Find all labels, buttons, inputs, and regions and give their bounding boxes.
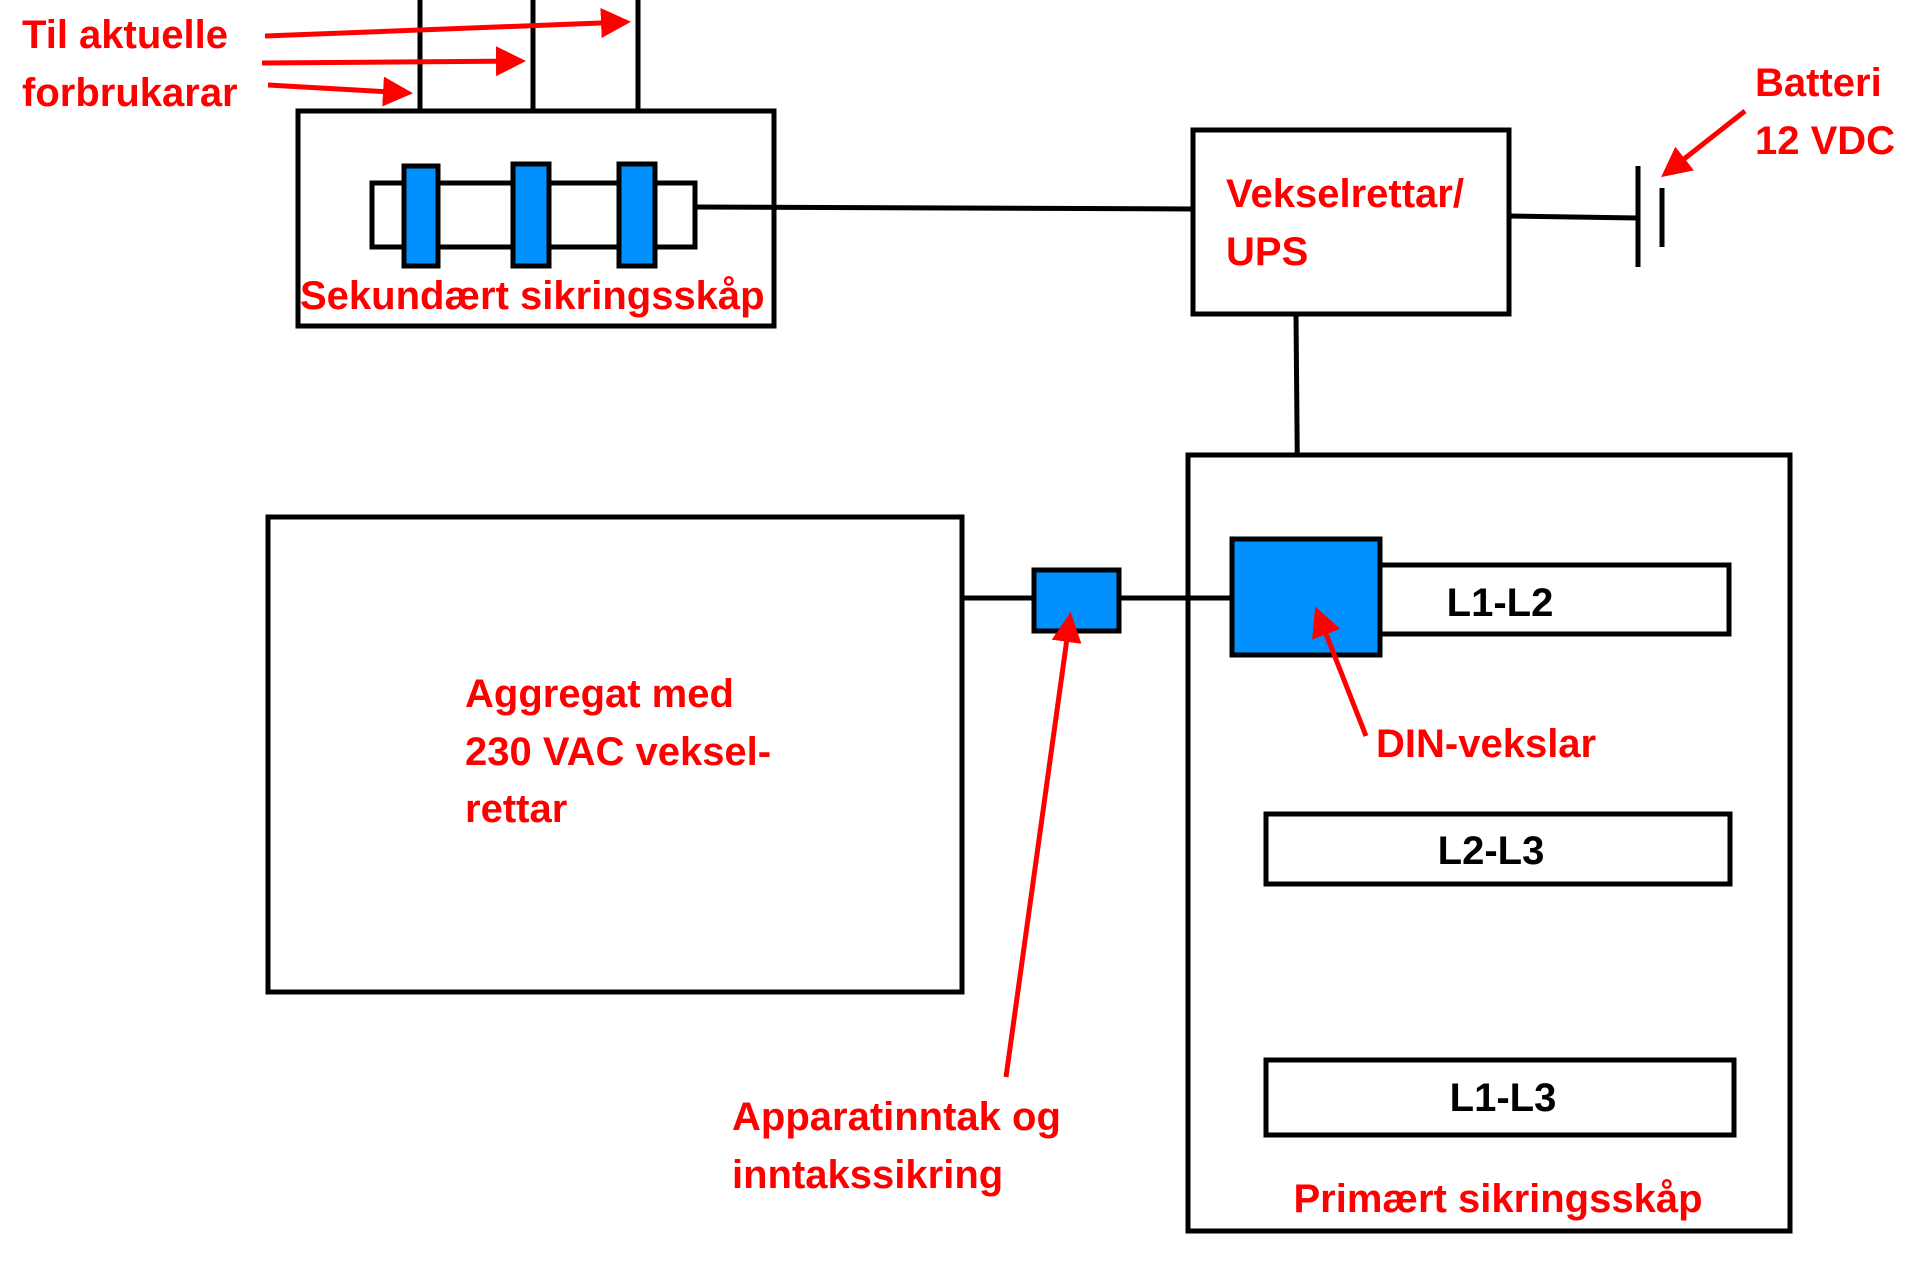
din-switch-label: DIN-vekslar bbox=[1376, 722, 1596, 766]
ups-box bbox=[1190, 127, 1512, 317]
secondary-breaker-2 bbox=[510, 161, 552, 269]
battery-arrow bbox=[1661, 109, 1747, 178]
secondary-panel-label: Sekundært sikringsskåp bbox=[300, 274, 765, 318]
generator-box bbox=[265, 514, 965, 995]
secondary-breaker-1 bbox=[401, 163, 441, 269]
breaker-row-l2-l3-label: L2-L3 bbox=[1438, 829, 1545, 873]
ups-label-line2: UPS bbox=[1226, 230, 1308, 274]
battery-label-line2: 12 VDC bbox=[1755, 119, 1895, 163]
breaker-row-l1-l2 bbox=[1377, 562, 1732, 637]
din-switch bbox=[1229, 536, 1383, 658]
ups-inverter: Vekselrettar/ UPS bbox=[1190, 127, 1512, 317]
battery-symbol bbox=[1635, 166, 1665, 267]
primary-panel-label: Primært sikringsskåp bbox=[1293, 1177, 1702, 1221]
wire-secondary-to-ups bbox=[694, 204, 1194, 212]
inlet-arrow bbox=[1003, 612, 1082, 1078]
breaker-row-l1-l2-label: L1-L2 bbox=[1447, 581, 1554, 625]
generator-label-line1: Aggregat med bbox=[465, 672, 734, 716]
breaker-row-l1-l3 bbox=[1263, 1057, 1737, 1138]
inlet-fuse bbox=[1031, 567, 1122, 634]
generator-label-line3: rettar bbox=[465, 787, 567, 831]
inlet-label-line1: Apparatinntak og bbox=[732, 1095, 1061, 1139]
ups-label-line1: Vekselrettar/ bbox=[1226, 172, 1464, 216]
primary-panel: L1-L2 L2-L3 L1-L3 Primært sikringsskåp bbox=[1185, 452, 1793, 1234]
consumers-arrow-1 bbox=[264, 7, 631, 39]
breaker-row-l1-l3-label: L1-L3 bbox=[1450, 1076, 1557, 1120]
consumers-label-line1: Til aktuelle bbox=[22, 13, 228, 57]
secondary-panel: Sekundært sikringsskåp bbox=[295, 108, 777, 329]
wire-ups-to-battery bbox=[1508, 213, 1639, 221]
consumers-arrow-3 bbox=[267, 76, 413, 107]
secondary-breaker-3 bbox=[616, 161, 658, 269]
generator-label-line2: 230 VAC veksel- bbox=[465, 730, 771, 774]
consumers-label-line2: forbrukarar bbox=[22, 71, 238, 115]
generator: Aggregat med 230 VAC veksel- rettar bbox=[265, 514, 965, 995]
inlet-label-line2: inntakssikring bbox=[732, 1153, 1003, 1197]
consumers-arrow-2 bbox=[261, 46, 526, 77]
breaker-row-l2-l3 bbox=[1263, 811, 1733, 887]
din-switch-arrow bbox=[1312, 606, 1369, 737]
battery-label-line1: Batteri bbox=[1755, 61, 1882, 105]
